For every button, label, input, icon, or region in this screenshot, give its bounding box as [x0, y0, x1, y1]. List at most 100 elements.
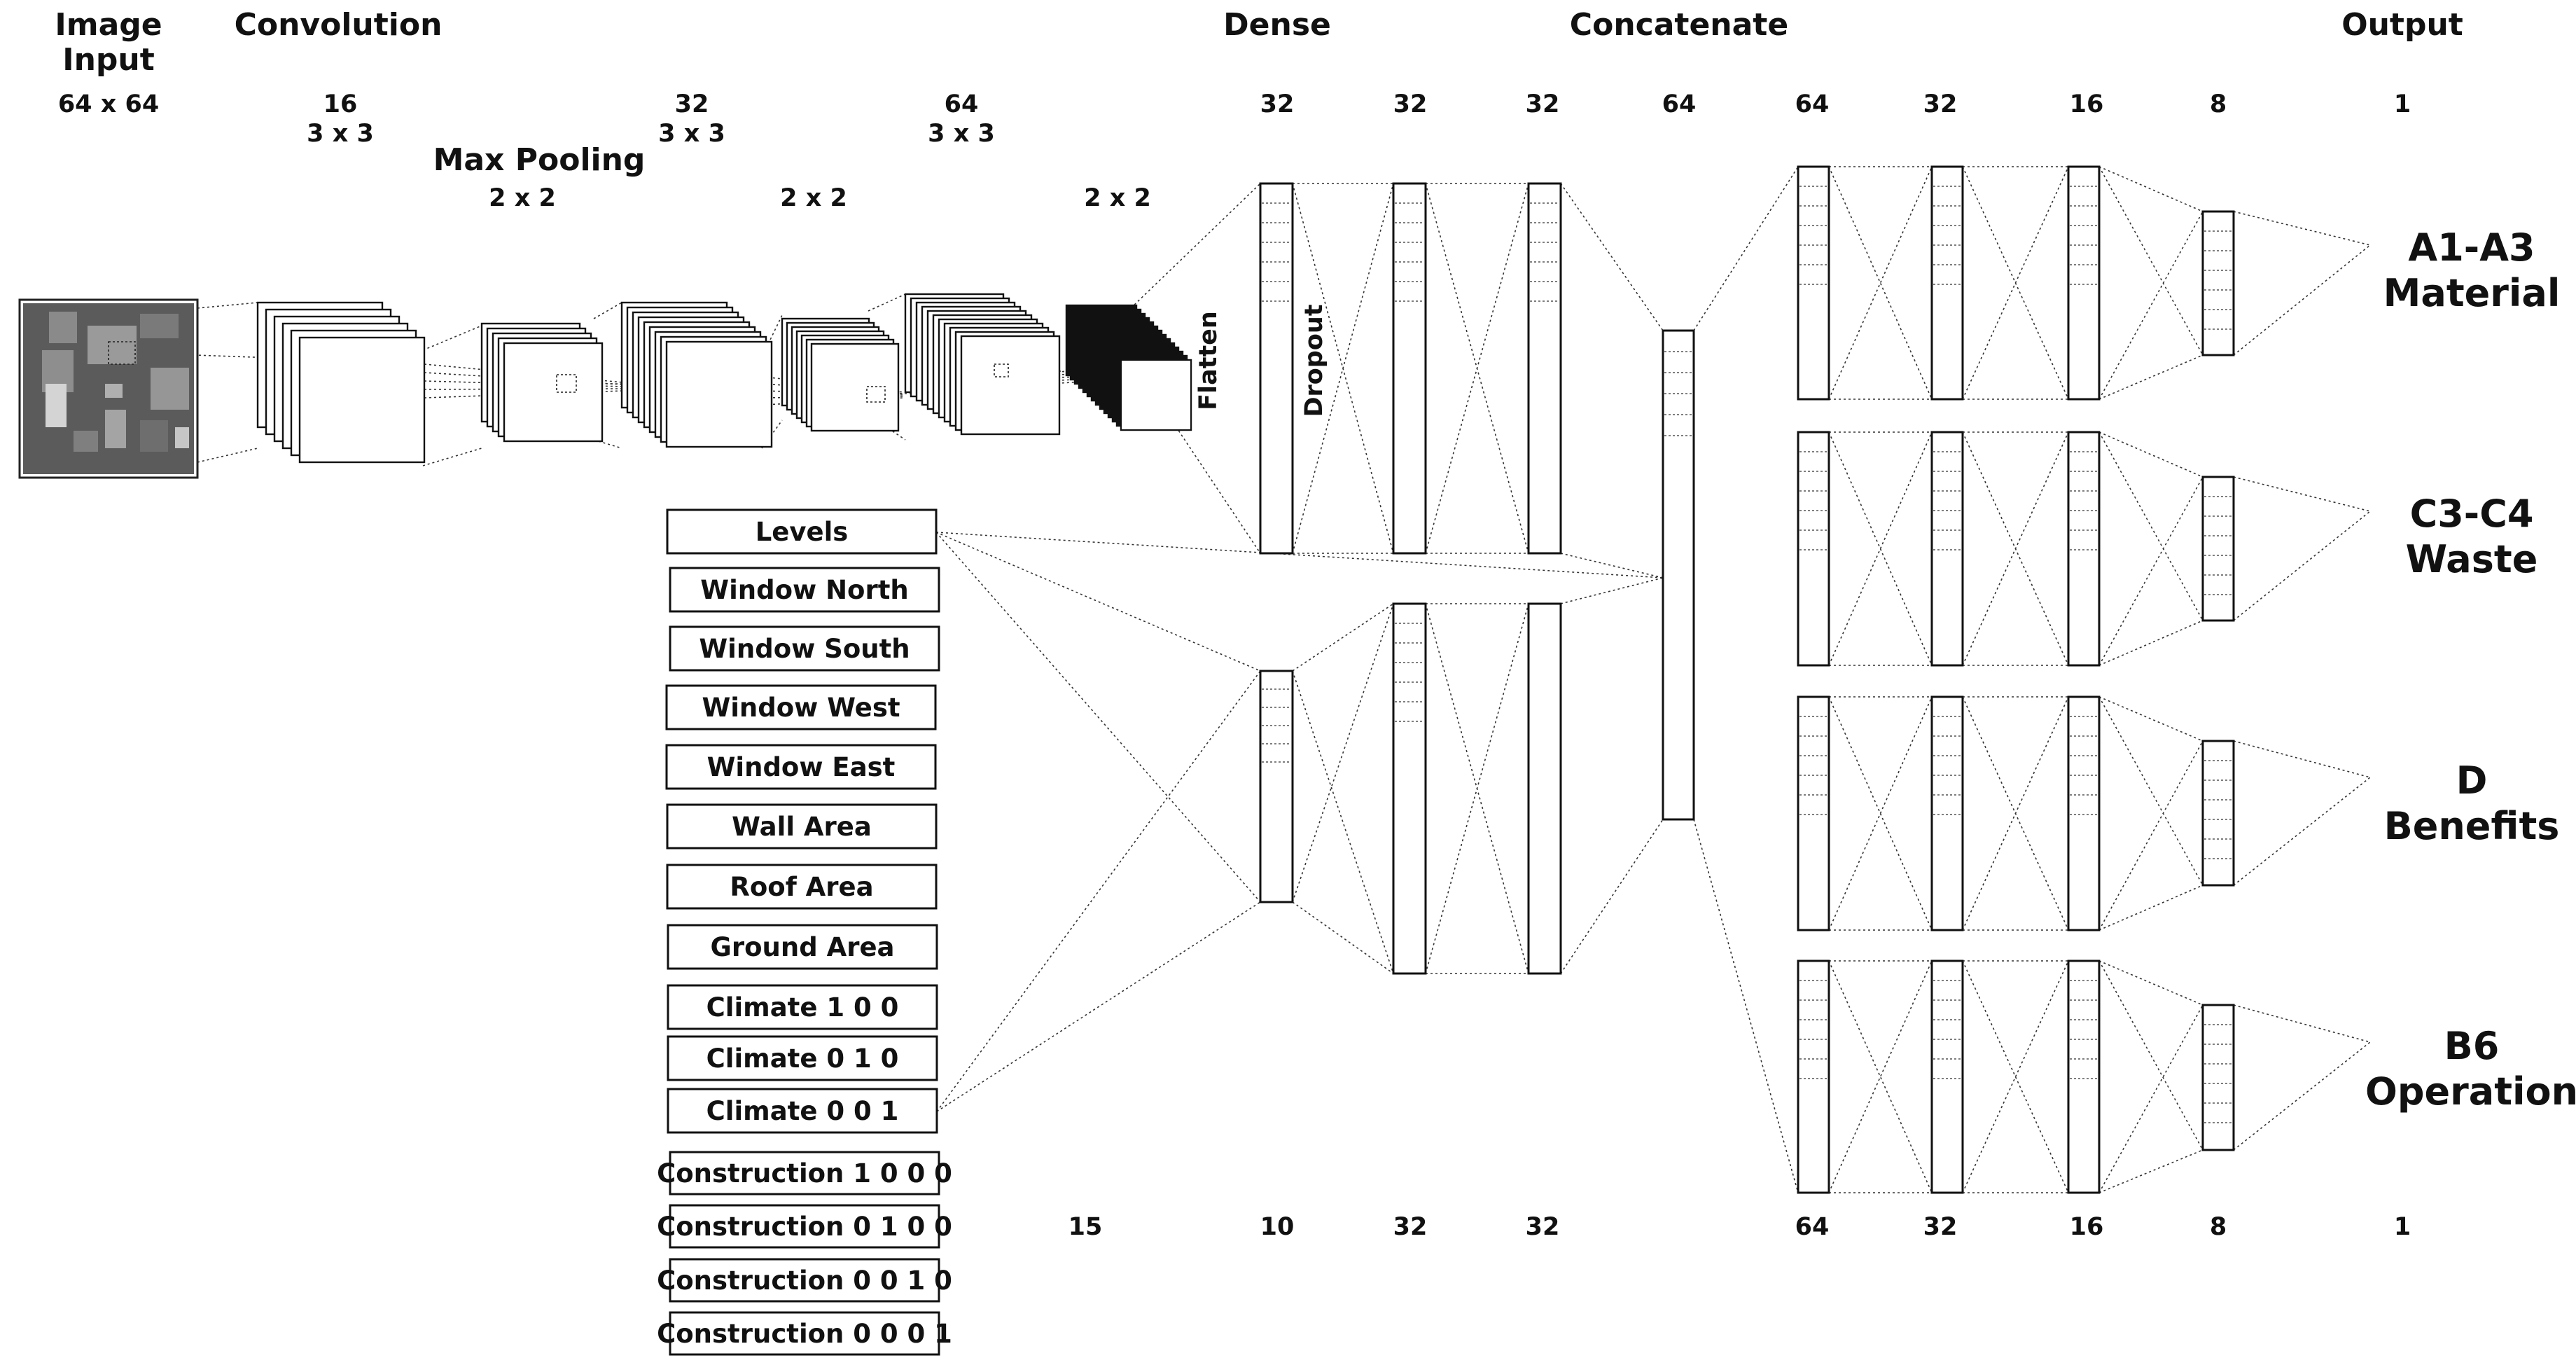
connection-line — [1962, 960, 2069, 1193]
output-benefits-line2: Benefits — [2384, 804, 2560, 848]
input-label-12: Construction 1 0 0 0 — [657, 1158, 952, 1189]
connection-line — [422, 325, 482, 351]
input-box-4 — [665, 684, 937, 730]
header-max-pooling: Max Pooling — [433, 142, 646, 178]
output-benefits-line1: D — [2456, 758, 2488, 803]
connection-line — [1828, 960, 1933, 1193]
input-box-5 — [665, 744, 937, 790]
label-bottom-head5: 1 — [2394, 1213, 2411, 1241]
connection-line — [1292, 183, 1394, 554]
connection-line — [2098, 1149, 2203, 1193]
head-3-layer-16 — [2067, 695, 2101, 931]
connection-line — [593, 302, 622, 319]
connection-line — [1962, 166, 2069, 400]
output-material-line2: Material — [2383, 271, 2561, 315]
connection-line — [936, 670, 1261, 1112]
connection-line — [935, 532, 1664, 578]
input-label-7: Roof Area — [730, 872, 873, 902]
head-1-layer-32 — [1930, 165, 1964, 401]
label-pool3: 2 x 2 — [1084, 184, 1151, 212]
label-top-head5: 1 — [2394, 90, 2411, 118]
input-label-10: Climate 0 1 0 — [706, 1044, 899, 1074]
connection-line — [2233, 777, 2371, 886]
connection-line — [1560, 183, 1664, 331]
label-top-head2: 32 — [1923, 90, 1958, 118]
connection-line — [2098, 740, 2203, 931]
head-3-layer-32 — [1930, 695, 1964, 931]
pool1-patch — [556, 374, 577, 393]
connection-line — [1560, 577, 1664, 604]
connection-line — [1292, 603, 1394, 672]
dense-bottom-3 — [1527, 602, 1562, 975]
input-box-14 — [669, 1258, 940, 1303]
image-block — [175, 427, 189, 448]
connection-line — [1425, 183, 1529, 554]
label-bottom-inputs: 15 — [1068, 1213, 1103, 1241]
concatenate-layer — [1662, 329, 1695, 821]
connection-line — [1828, 696, 1933, 931]
connection-line — [1693, 819, 1799, 1193]
image-block — [140, 314, 179, 338]
label-bottom-head1: 64 — [1795, 1213, 1830, 1241]
head-2-layer-8 — [2201, 476, 2235, 622]
conv2-feature-maps — [665, 340, 773, 448]
connection-line — [2098, 211, 2203, 400]
head-1-layer-8 — [2201, 210, 2235, 356]
image-block — [49, 312, 77, 343]
conv3-patch — [994, 363, 1009, 377]
label-flatten: Flatten — [1195, 311, 1223, 410]
connection-line — [2098, 960, 2203, 1151]
connection-line — [1828, 166, 1933, 400]
image-patch — [108, 341, 136, 365]
head-4-layer-64 — [1797, 959, 1830, 1194]
label-conv3-kernel: 3 x 3 — [928, 120, 995, 148]
connection-line — [1693, 166, 1799, 331]
connection-line — [2233, 511, 2371, 621]
connection-line — [2233, 1004, 2371, 1043]
pool2-patch — [866, 386, 886, 403]
input-label-11: Climate 0 0 1 — [706, 1096, 899, 1126]
label-bottom-head4: 8 — [2210, 1213, 2227, 1241]
dense-bottom-2 — [1392, 602, 1427, 975]
connection-line — [935, 532, 1261, 903]
label-pool2: 2 x 2 — [780, 184, 847, 212]
input-label-6: Wall Area — [732, 812, 872, 842]
pool1-feature-maps — [503, 342, 604, 443]
input-box-8 — [667, 924, 938, 970]
connection-line — [1962, 431, 2069, 666]
pool3-map — [1120, 359, 1192, 431]
connection-line — [2233, 1041, 2371, 1151]
connection-line — [2098, 960, 2203, 1006]
output-waste-line1: C3-C4 — [2410, 492, 2534, 536]
header-image-input-line2: Input — [62, 42, 155, 78]
connection-line — [1292, 901, 1394, 974]
connection-line — [197, 302, 258, 309]
conv1-feature-maps — [298, 336, 426, 464]
layer-shapes — [18, 165, 2235, 1356]
head-2-layer-32 — [1930, 431, 1964, 667]
input-label-1: Levels — [756, 517, 849, 547]
label-top-concat: 64 — [1662, 90, 1697, 118]
connection-line — [422, 448, 482, 466]
header-convolution: Convolution — [235, 7, 443, 43]
connection-line — [2098, 885, 2203, 931]
label-top-dense3: 32 — [1526, 90, 1560, 118]
label-top-head1: 64 — [1795, 90, 1830, 118]
header-dense: Dense — [1223, 7, 1331, 43]
header-image-input-line1: Image — [55, 7, 162, 43]
input-box-3 — [669, 625, 940, 672]
label-conv3-filters: 64 — [945, 90, 979, 118]
connection-line — [197, 448, 258, 463]
label-image-size: 64 x 64 — [58, 90, 159, 118]
input-box-13 — [669, 1204, 940, 1249]
connection-line — [1962, 696, 2069, 931]
connection-line — [1292, 670, 1394, 974]
label-bottom-dense1: 10 — [1260, 1213, 1295, 1241]
connection-line — [2098, 431, 2203, 478]
connection-line — [2098, 166, 2203, 356]
dense-top-3 — [1527, 182, 1562, 555]
image-block — [140, 420, 168, 452]
label-dropout: Dropout — [1300, 304, 1328, 417]
connection-line — [936, 901, 1261, 1112]
